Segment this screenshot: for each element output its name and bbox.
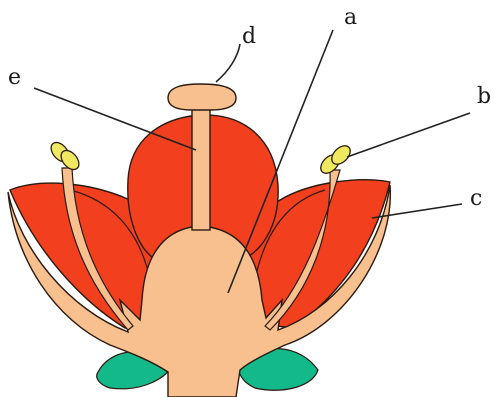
label-d: d [242,24,256,49]
label-c: c [470,186,482,211]
stigma [168,84,236,110]
leader-line-b [347,113,470,157]
label-e: e [8,65,21,90]
style [192,108,210,230]
leader-line-d [216,44,240,82]
label-a: a [344,5,357,30]
label-b: b [477,84,491,109]
